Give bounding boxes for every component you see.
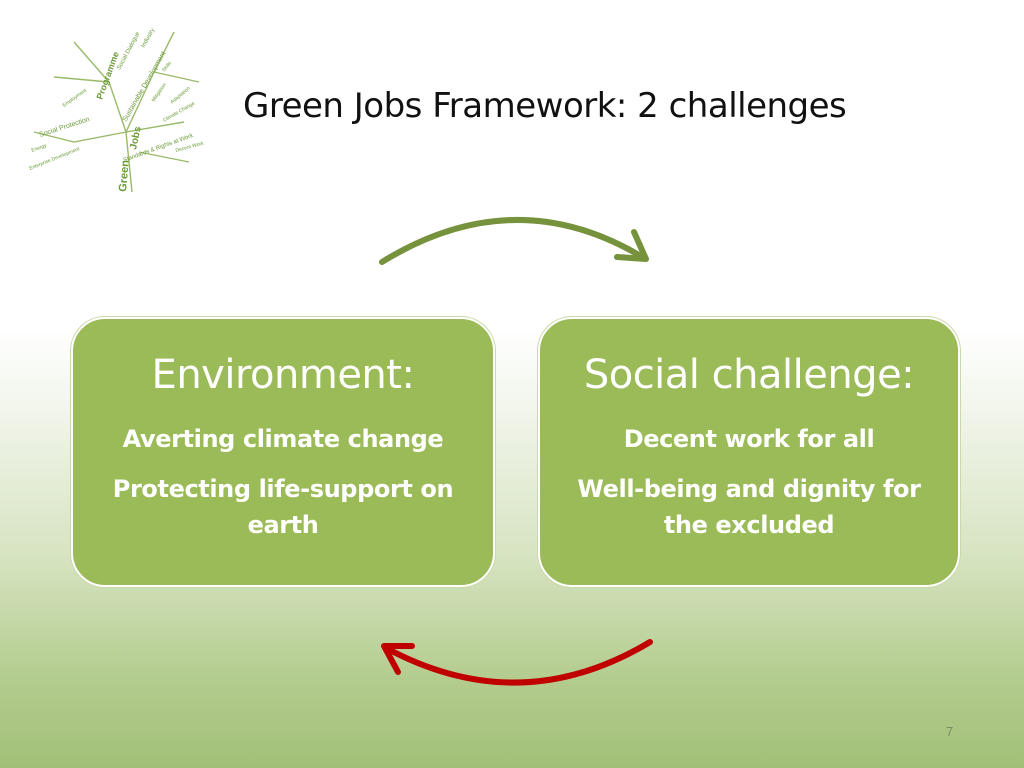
logo-word: Programme bbox=[94, 50, 121, 100]
logo-word: Social Dialogue bbox=[116, 31, 141, 71]
card-text-line: Well-being and dignity for the excluded bbox=[577, 475, 921, 539]
logo-word: Mitigation bbox=[151, 82, 168, 103]
logo-word: Jobs bbox=[128, 125, 144, 151]
slide-title: Green Jobs Framework: 2 challenges bbox=[243, 86, 847, 126]
social-challenge-card: Social challenge: Decent work for all We… bbox=[538, 317, 960, 587]
logo-word: Social Protection bbox=[38, 116, 90, 139]
logo-word: Employment bbox=[62, 87, 89, 108]
logo-word: Green bbox=[117, 159, 132, 192]
card-heading: Environment: bbox=[151, 352, 415, 398]
card-heading: Social challenge: bbox=[583, 352, 915, 398]
card-text-line: Decent work for all bbox=[623, 425, 875, 453]
logo-word: Industry bbox=[141, 28, 157, 49]
logo-word: Energy bbox=[31, 143, 48, 154]
logo-word: Climate Change bbox=[162, 101, 196, 124]
card-text-line: Averting climate change bbox=[122, 425, 444, 453]
card-text-line: Protecting life-support on earth bbox=[112, 475, 454, 539]
green-jobs-tree-logo: Green Jobs Programme Social Dialogue Ind… bbox=[29, 28, 205, 193]
environment-card: Environment: Averting climate change Pro… bbox=[71, 317, 495, 587]
page-number: 7 bbox=[946, 724, 954, 739]
